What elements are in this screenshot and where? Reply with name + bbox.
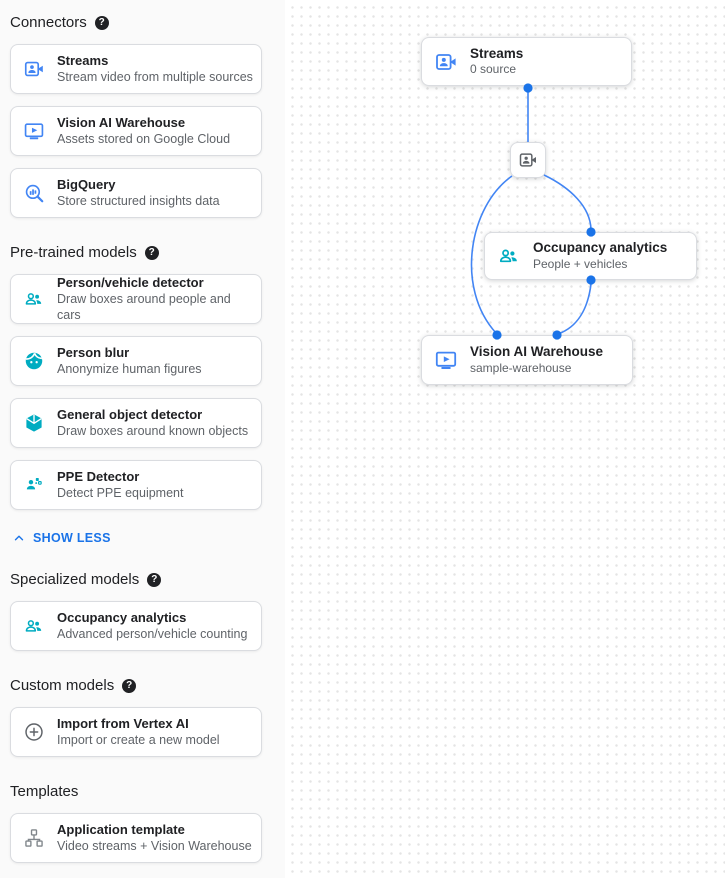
section-title: Templates — [10, 783, 79, 800]
node-occupancy-analytics[interactable]: Occupancy analytics People + vehicles — [484, 232, 697, 280]
node-vision-ai-warehouse[interactable]: Vision AI Warehouse sample-warehouse — [421, 335, 633, 385]
section-pre-trained-models: Pre-trained models? Person/vehicle detect… — [10, 244, 262, 545]
section-header: Templates — [10, 783, 262, 800]
section-header: Specialized models? — [10, 571, 262, 588]
show-less-label: SHOW LESS — [33, 531, 111, 545]
node-subtitle: 0 source — [470, 62, 517, 77]
video-camera-icon — [422, 50, 470, 74]
card-title: Person/vehicle detector — [57, 274, 204, 290]
video-camera-icon — [518, 150, 538, 170]
card-title: Occupancy analytics — [57, 609, 187, 625]
section-title: Connectors — [10, 14, 87, 31]
node-title: Streams — [470, 45, 524, 61]
node-stream-processor[interactable] — [510, 142, 546, 178]
edge-processor-to-occupancy — [543, 174, 592, 230]
card-description: Anonymize human figures — [57, 361, 202, 376]
section-header: Custom models? — [10, 677, 262, 694]
node-title: Vision AI Warehouse — [470, 344, 604, 360]
bigquery-icon — [11, 182, 57, 204]
section-header: Connectors? — [10, 14, 262, 31]
graph-edges — [470, 83, 596, 340]
chevron-up-icon — [12, 531, 26, 545]
section-header: Pre-trained models? — [10, 244, 262, 261]
card-title: Vision AI Warehouse — [57, 114, 186, 130]
help-icon[interactable]: ? — [94, 15, 109, 30]
schema-icon — [11, 827, 57, 849]
card-description: Advanced person/vehicle counting — [57, 626, 248, 641]
people-icon — [485, 244, 533, 268]
card-description: Draw boxes around people and cars — [57, 292, 231, 322]
card-title: PPE Detector — [57, 468, 140, 484]
cube-icon — [11, 412, 57, 434]
section-title: Pre-trained models — [10, 244, 137, 261]
people-icon — [11, 288, 57, 310]
section-title: Custom models — [10, 677, 115, 694]
edge-occupancy-to-warehouse — [557, 283, 592, 335]
card-title: Person blur — [57, 344, 130, 360]
card-description: Store structured insights data — [57, 193, 220, 208]
card-description: Stream video from multiple sources — [57, 69, 253, 84]
card-description: Draw boxes around known objects — [57, 423, 249, 438]
help-icon[interactable]: ? — [122, 678, 137, 693]
show-less-link[interactable]: SHOW LESS — [12, 531, 262, 545]
card-description: Video streams + Vision Warehouse — [57, 838, 252, 853]
node-subtitle: People + vehicles — [533, 256, 628, 271]
face-icon — [11, 350, 57, 372]
card-title: Streams — [57, 52, 109, 68]
plus-circle-icon — [11, 721, 57, 743]
card-title: General object detector — [57, 406, 203, 422]
card-title: Application template — [57, 821, 185, 837]
card-description: Detect PPE equipment — [57, 485, 184, 500]
card-description: Import or create a new model — [57, 732, 220, 747]
graph-canvas[interactable]: Streams 0 source Occupancy analytics Peo… — [285, 0, 725, 878]
node-title: Occupancy analytics — [533, 240, 668, 256]
people-icon — [11, 615, 57, 637]
smart-display-icon — [11, 120, 57, 142]
card-title: BigQuery — [57, 176, 116, 192]
node-streams[interactable]: Streams 0 source — [421, 37, 632, 86]
card-title: Import from Vertex AI — [57, 715, 189, 731]
ppe-icon — [11, 474, 57, 496]
help-icon[interactable]: ? — [147, 572, 162, 587]
card-description: Assets stored on Google Cloud — [57, 131, 231, 146]
section-title: Specialized models — [10, 571, 140, 588]
video-camera-icon — [11, 58, 57, 80]
node-subtitle: sample-warehouse — [470, 360, 572, 375]
help-icon[interactable]: ? — [144, 245, 159, 260]
smart-display-icon — [422, 348, 470, 372]
